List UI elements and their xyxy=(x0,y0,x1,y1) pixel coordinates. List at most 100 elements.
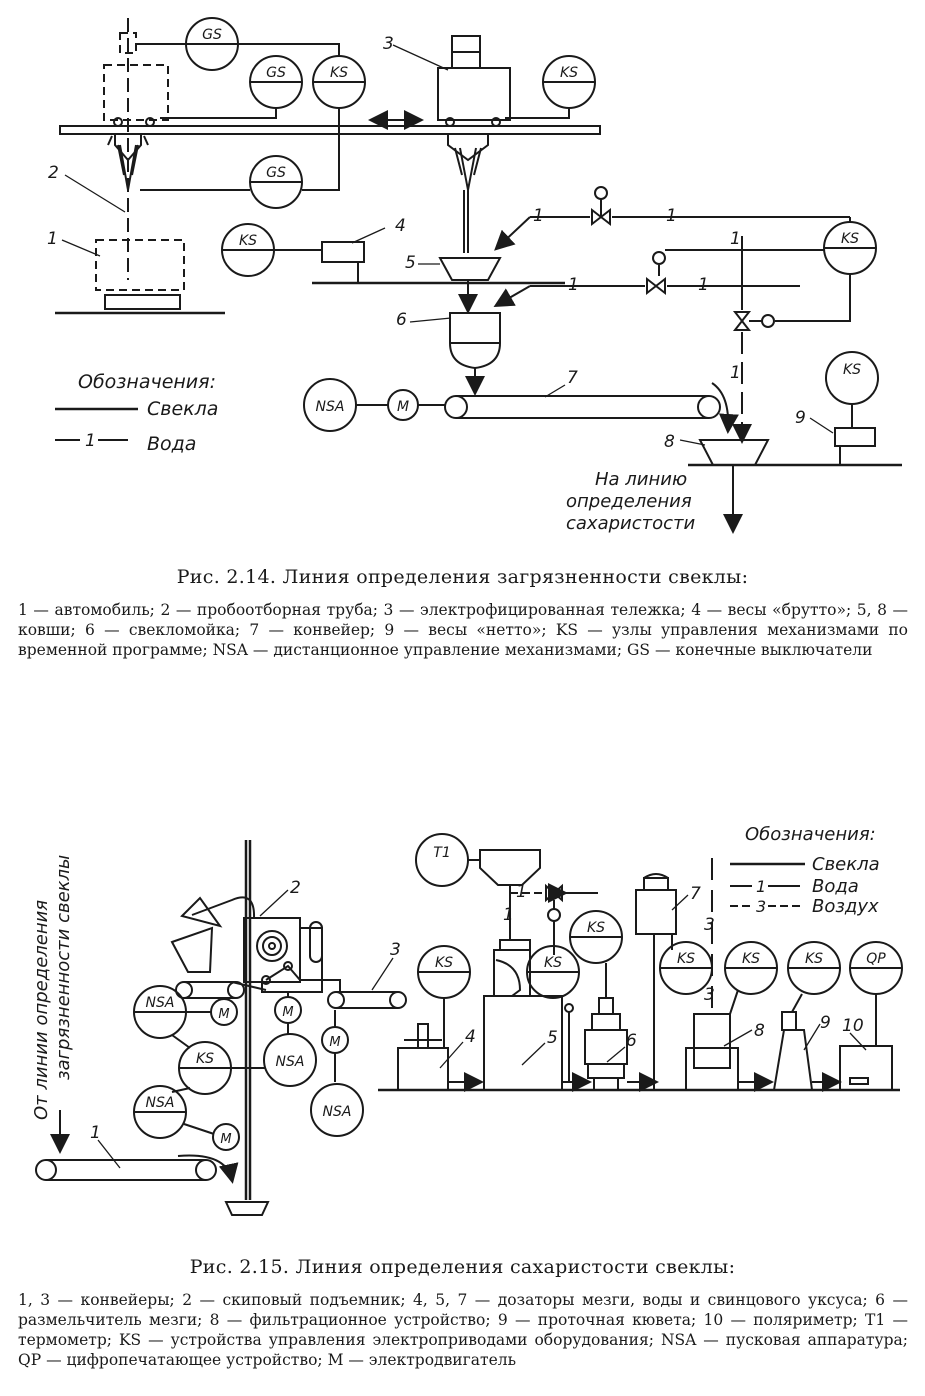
svg-text:5: 5 xyxy=(405,253,416,273)
svg-text:M: M xyxy=(329,1035,340,1050)
svg-text:Свекла: Свекла xyxy=(812,854,880,875)
svg-text:M: M xyxy=(220,1132,231,1147)
svg-text:QP: QP xyxy=(866,951,886,967)
fig1-legend-text: 1 — автомобиль; 2 — пробоотборная труба;… xyxy=(18,601,908,659)
gross-scales xyxy=(321,241,365,263)
svg-text:9: 9 xyxy=(795,408,806,428)
nsa-unit-3: NSA xyxy=(263,1033,317,1087)
svg-text:NSA: NSA xyxy=(316,399,345,415)
svg-text:1: 1 xyxy=(85,431,96,451)
svg-text:2: 2 xyxy=(290,878,301,898)
svg-text:1: 1 xyxy=(730,229,741,249)
fig1-caption: Рис. 2.14. Линия определения загрязненно… xyxy=(176,566,749,588)
svg-text:определения: определения xyxy=(566,491,692,512)
svg-text:Свекла: Свекла xyxy=(147,398,218,420)
svg-text:Вода: Вода xyxy=(812,876,859,897)
pulp-dispenser-4 xyxy=(397,1023,449,1091)
svg-text:KS: KS xyxy=(560,65,578,81)
svg-text:KS: KS xyxy=(196,1051,214,1067)
conveyor-1 xyxy=(35,1159,217,1181)
motor-3b: M xyxy=(274,996,302,1024)
svg-text:сахаристости: сахаристости xyxy=(566,513,696,534)
svg-text:GS: GS xyxy=(266,165,286,181)
fig2-legend-text: 1, 3 — конвейеры; 2 — скиповый подъемник… xyxy=(18,1291,908,1369)
ks-unit-2b: KS xyxy=(417,945,471,999)
pulp-grinder-6 xyxy=(584,997,628,1091)
svg-text:KS: KS xyxy=(841,231,859,247)
valve-b1 xyxy=(545,883,563,903)
svg-text:1: 1 xyxy=(666,206,677,226)
conveyor-3 xyxy=(327,991,407,1009)
svg-text:1: 1 xyxy=(503,905,514,925)
svg-text:M: M xyxy=(218,1007,229,1022)
svg-text:GS: GS xyxy=(266,65,286,81)
ks-unit-2: KS xyxy=(542,55,596,109)
svg-text:KS: KS xyxy=(843,362,861,378)
ks-unit-4: KS xyxy=(823,221,877,275)
svg-text:KS: KS xyxy=(435,955,453,971)
svg-text:3: 3 xyxy=(704,985,715,1005)
svg-text:Обозначения:: Обозначения: xyxy=(745,824,876,845)
valve-1 xyxy=(591,207,611,227)
trolley-rail xyxy=(59,125,601,135)
svg-text:4: 4 xyxy=(395,216,406,236)
sampler-jaws xyxy=(117,144,139,191)
svg-text:7: 7 xyxy=(690,884,701,904)
ks-unit-1: KS xyxy=(312,55,366,109)
ks-unit-6b: KS xyxy=(724,941,778,995)
truck-dashed xyxy=(95,239,185,291)
svg-text:2: 2 xyxy=(48,163,59,183)
hoist-conveyor xyxy=(175,981,245,999)
hopper-lamp xyxy=(180,896,223,928)
svg-text:7: 7 xyxy=(567,368,578,388)
water-tank xyxy=(479,849,541,886)
svg-text:6: 6 xyxy=(626,1031,637,1051)
electric-trolley xyxy=(437,35,511,191)
beet-washer xyxy=(449,312,501,396)
motor-4b: M xyxy=(321,1026,349,1054)
svg-text:KS: KS xyxy=(587,920,605,936)
svg-text:Воздух: Воздух xyxy=(812,896,879,917)
filter-8 xyxy=(685,1013,739,1091)
bucket-8 xyxy=(698,439,770,466)
ks-unit-5b: KS xyxy=(659,941,713,995)
svg-text:KS: KS xyxy=(544,955,562,971)
svg-text:4: 4 xyxy=(465,1027,476,1047)
lead-acetate-dispenser-7 xyxy=(635,873,677,935)
net-scales xyxy=(834,427,876,447)
svg-text:8: 8 xyxy=(754,1021,765,1041)
gs-switch-2: GS xyxy=(249,55,303,109)
polarimeter-10 xyxy=(839,1045,893,1091)
skip-bucket xyxy=(224,1201,270,1216)
svg-text:3: 3 xyxy=(756,897,766,916)
fig2-inlet-text: От линии определения загрязненности свек… xyxy=(31,855,74,1120)
svg-text:M: M xyxy=(397,399,409,415)
fig2-caption: Рис. 2.15. Линия определения сахаристост… xyxy=(189,1256,736,1278)
svg-text:6: 6 xyxy=(396,310,407,330)
svg-text:NSA: NSA xyxy=(276,1054,305,1070)
fig1-outlet-text: На линию определения сахаристости xyxy=(566,469,696,534)
svg-text:5: 5 xyxy=(547,1028,558,1048)
upper-hopper xyxy=(170,926,214,973)
fig2-legend: Обозначения: Свекла 1 Вода 3 Воздух xyxy=(730,824,880,917)
svg-text:NSA: NSA xyxy=(146,995,175,1011)
svg-text:KS: KS xyxy=(805,951,823,967)
svg-text:KS: KS xyxy=(677,951,695,967)
svg-text:T1: T1 xyxy=(433,845,450,861)
motor-2b: M xyxy=(212,1123,240,1151)
skip-hoist xyxy=(231,917,341,993)
motor-1b: M xyxy=(210,998,238,1026)
bucket-5 xyxy=(438,257,502,281)
svg-text:3: 3 xyxy=(704,915,715,935)
svg-text:KS: KS xyxy=(330,65,348,81)
svg-text:KS: KS xyxy=(742,951,760,967)
valve-2 xyxy=(646,276,666,296)
svg-text:загрязненности свеклы: загрязненности свеклы xyxy=(53,855,74,1080)
svg-text:9: 9 xyxy=(820,1013,831,1033)
t1-thermometer: T1 xyxy=(415,833,469,887)
svg-text:1: 1 xyxy=(698,275,709,295)
svg-text:3: 3 xyxy=(383,34,394,54)
svg-text:1: 1 xyxy=(730,363,741,383)
svg-text:1: 1 xyxy=(90,1123,101,1143)
ks-unit-4b: KS xyxy=(569,910,623,964)
